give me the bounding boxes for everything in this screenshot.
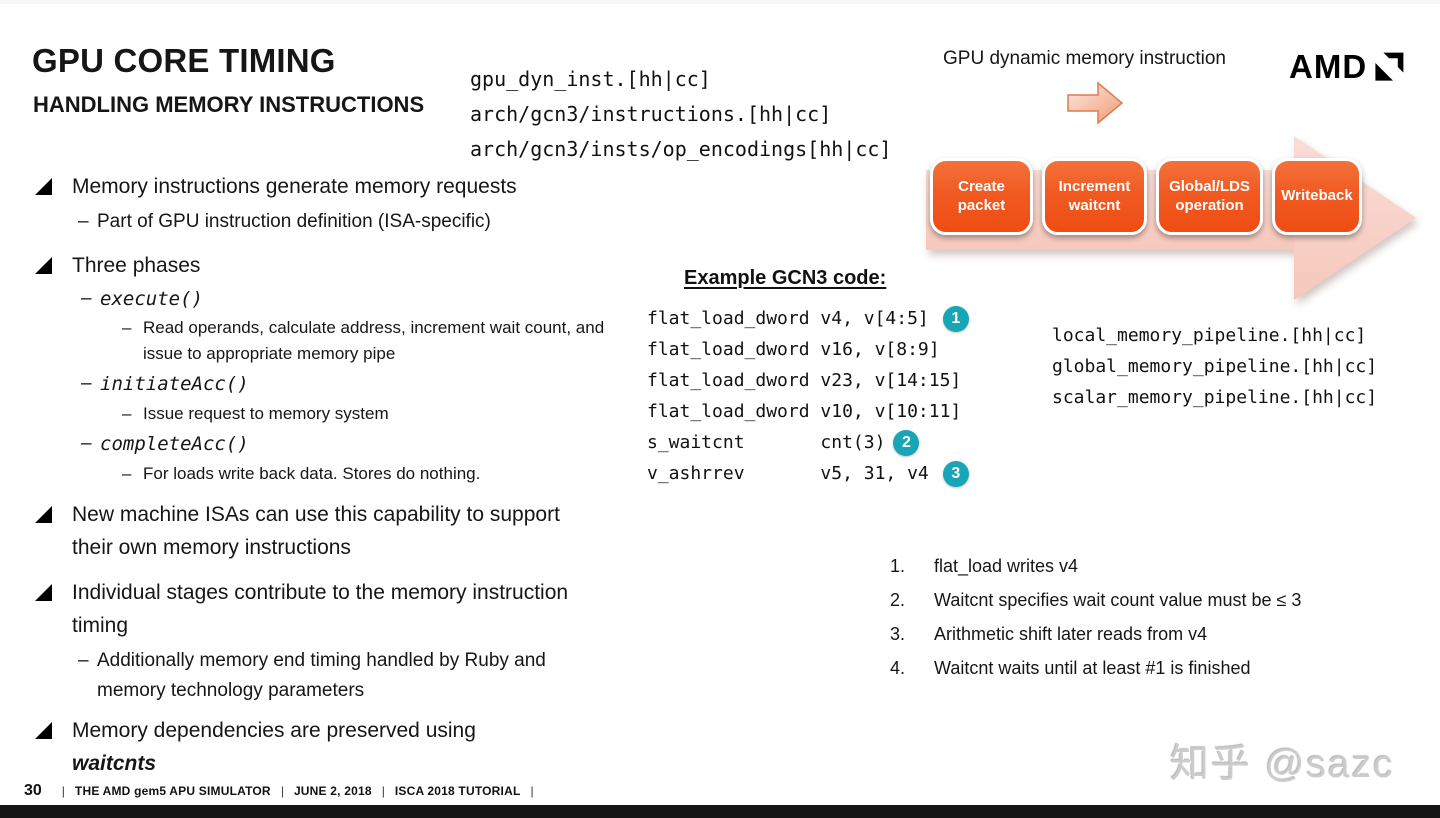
bullet-item: Individual stages contribute to the memo… <box>35 576 572 642</box>
code-line: v_ashrrev v5, 31, v4 3 <box>647 458 969 489</box>
annotation-number: 1. <box>890 556 906 576</box>
sub-sub-bullet-item: Issue request to memory system <box>122 401 613 427</box>
right-arrow-icon <box>1067 81 1124 125</box>
footer-item: ISCA 2018 TUTORIAL <box>394 784 521 798</box>
triangle-bullet-icon <box>35 257 52 274</box>
footer-separator: | <box>280 784 284 798</box>
triangle-bullet-icon <box>35 178 52 195</box>
annotation-text: Waitcnt specifies wait count value must … <box>934 590 1302 610</box>
function-name: execute() <box>100 288 203 310</box>
footer-separator: | <box>530 784 534 798</box>
annotation-text: Arithmetic shift later reads from v4 <box>934 624 1208 644</box>
pipeline-stages: Create packet Increment waitcnt Global/L… <box>930 158 1362 235</box>
function-name: initiateAcc() <box>100 373 249 395</box>
step-marker-2: 2 <box>893 429 920 456</box>
source-file: arch/gcn3/instructions.[hh|cc] <box>470 102 832 126</box>
annotation-item: 2. Waitcnt specifies wait count value mu… <box>890 590 1301 611</box>
sub-bullet-item: Part of GPU instruction definition (ISA-… <box>78 207 617 237</box>
footer: 30 | THE AMD gem5 APU SIMULATOR | JUNE 2… <box>24 782 544 800</box>
pipeline-file: local_memory_pipeline.[hh|cc] <box>1052 325 1367 346</box>
source-file: gpu_dyn_inst.[hh|cc] <box>470 67 711 91</box>
bullet-item: New machine ISAs can use this capability… <box>35 498 572 564</box>
pipeline-stage-global-lds-operation: Global/LDS operation <box>1156 158 1263 235</box>
annotation-item: 3. Arithmetic shift later reads from v4 <box>890 624 1301 645</box>
page-number: 30 <box>24 782 42 799</box>
amd-logo: AMD <box>1289 48 1405 86</box>
bullet-item: Three phases <box>35 249 632 282</box>
annotation-list: 1. flat_load writes v4 2. Waitcnt specif… <box>890 556 1301 692</box>
annotation-number: 2. <box>890 590 906 610</box>
footer-item: THE AMD gem5 APU SIMULATOR <box>74 784 271 798</box>
source-file-list: gpu_dyn_inst.[hh|cc] arch/gcn3/instructi… <box>470 62 891 167</box>
step-marker-1: 1 <box>942 305 969 332</box>
amd-arrow-icon <box>1375 52 1404 81</box>
amd-logo-text: AMD <box>1289 48 1368 85</box>
step-marker-3: 3 <box>942 460 969 487</box>
sub-sub-bullet-item: For loads write back data. Stores do not… <box>122 461 613 487</box>
page-subtitle: HANDLING MEMORY INSTRUCTIONS <box>33 92 425 117</box>
bullet-item: Memory instructions generate memory requ… <box>35 170 632 203</box>
pipeline-file: global_memory_pipeline.[hh|cc] <box>1052 356 1378 377</box>
pipeline-stage-writeback: Writeback <box>1272 158 1362 235</box>
sub-bullet-item: Additionally memory end timing handled b… <box>78 646 597 706</box>
code-example-heading: Example GCN3 code: <box>684 267 887 289</box>
pipeline-file: scalar_memory_pipeline.[hh|cc] <box>1052 387 1378 408</box>
triangle-bullet-icon <box>35 722 52 739</box>
triangle-bullet-icon <box>35 506 52 523</box>
source-file: arch/gcn3/insts/op_encodings[hh|cc] <box>470 137 892 161</box>
annotation-text: flat_load writes v4 <box>934 556 1079 576</box>
code-line: flat_load_dword v10, v[10:11] <box>647 401 962 422</box>
emphasized-term: waitcnts <box>72 752 157 775</box>
pipeline-stage-increment-waitcnt: Increment waitcnt <box>1042 158 1147 235</box>
annotation-text: Waitcnt waits until at least #1 is finis… <box>934 658 1251 678</box>
annotation-number: 3. <box>890 624 906 644</box>
bullet-item: Memory dependencies are preserved using … <box>35 714 572 780</box>
bottom-bar <box>0 805 1440 818</box>
triangle-bullet-icon <box>35 584 52 601</box>
code-line: flat_load_dword v16, v[8:9] <box>647 339 940 360</box>
page-title: GPU CORE TIMING <box>32 42 336 79</box>
footer-separator: | <box>61 784 65 798</box>
pipeline-file-list: local_memory_pipeline.[hh|cc] global_mem… <box>1052 320 1377 413</box>
code-line: flat_load_dword v4, v[4:5] 1 <box>647 303 969 334</box>
annotation-number: 4. <box>890 658 906 678</box>
sub-bullet-item: initiateAcc() <box>81 369 620 400</box>
pipeline-stage-create-packet: Create packet <box>930 158 1033 235</box>
code-example-block: flat_load_dword v4, v[4:5] 1 flat_load_d… <box>647 303 969 489</box>
sub-bullet-item: completeAcc() <box>81 429 620 460</box>
annotation-item: 4. Waitcnt waits until at least #1 is fi… <box>890 658 1301 679</box>
watermark: 知乎 @sazc <box>1170 743 1395 786</box>
top-strip <box>0 0 1440 4</box>
sub-sub-bullet-item: Read operands, calculate address, increm… <box>122 315 613 367</box>
flow-diagram-label: GPU dynamic memory instruction <box>943 48 1226 69</box>
code-line: s_waitcnt cnt(3) 2 <box>647 427 969 458</box>
footer-separator: | <box>381 784 385 798</box>
sub-bullet-item: execute() <box>81 284 620 315</box>
function-name: completeAcc() <box>100 433 249 455</box>
code-line: flat_load_dword v23, v[14:15] <box>647 370 962 391</box>
footer-item: JUNE 2, 2018 <box>293 784 372 798</box>
annotation-item: 1. flat_load writes v4 <box>890 556 1301 577</box>
